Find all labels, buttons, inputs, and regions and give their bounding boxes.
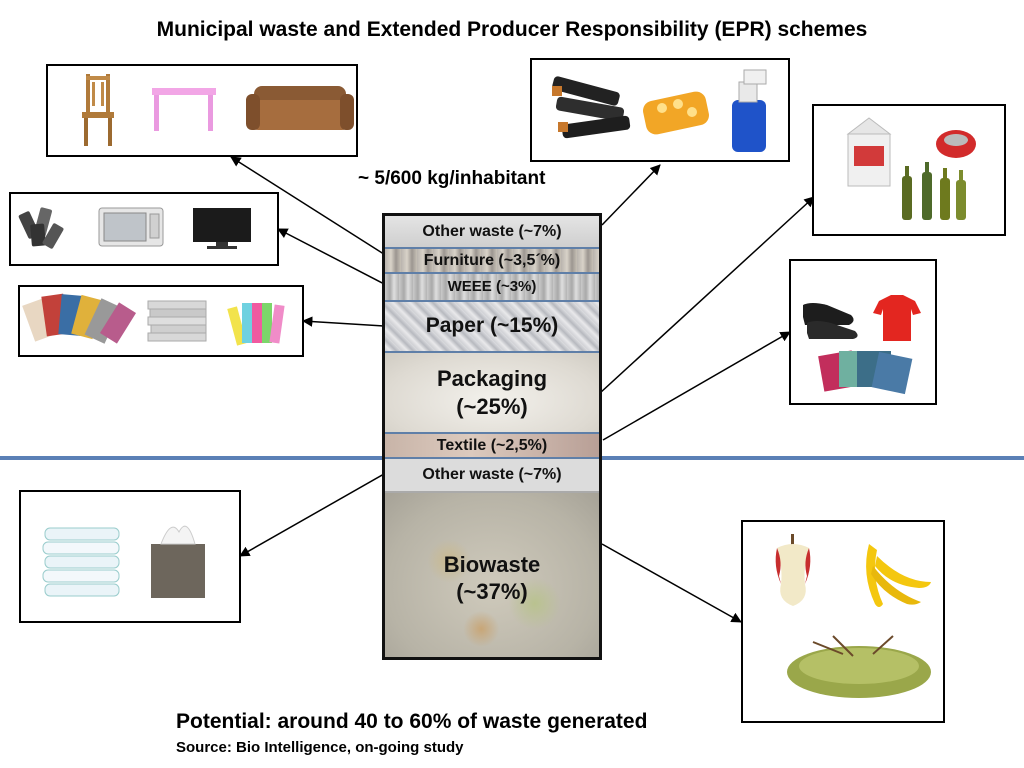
segment-packaging: Packaging (~25%) bbox=[385, 353, 599, 434]
segment-paper: Paper (~15%) bbox=[385, 302, 599, 353]
waste-composition-stack: Other waste (~7%) Furniture (~3,5´%) WEE… bbox=[382, 213, 602, 660]
towels-icon bbox=[818, 350, 913, 395]
arrow-biowaste bbox=[601, 543, 742, 623]
segment-textile-label: Textile (~2,5%) bbox=[436, 436, 548, 454]
magazines-icon bbox=[22, 293, 137, 344]
grass-clippings-icon bbox=[787, 635, 931, 698]
textile-image-box bbox=[789, 259, 937, 405]
newspapers-icon bbox=[147, 300, 207, 342]
microwave-icon bbox=[98, 207, 164, 247]
chair-icon bbox=[82, 74, 114, 146]
footer-source: Source: Bio Intelligence, on-going study bbox=[176, 739, 464, 756]
shoes-icon bbox=[803, 303, 858, 339]
biowaste-image-box bbox=[741, 520, 945, 723]
segment-biowaste-label-2: (~37%) bbox=[456, 579, 528, 604]
segment-textile: Textile (~2,5%) bbox=[385, 434, 599, 459]
batteries-icon bbox=[552, 76, 631, 139]
tv-icon bbox=[193, 208, 251, 249]
furniture-illustration bbox=[82, 74, 354, 146]
segment-furniture-label: Furniture (~3,5´%) bbox=[423, 251, 561, 269]
diapers-tissues-illustration bbox=[42, 525, 205, 598]
hazardous-image-box bbox=[530, 58, 790, 162]
crushed-can-icon bbox=[936, 130, 976, 158]
colored-paper-icon bbox=[227, 303, 285, 346]
arrow-packaging bbox=[599, 196, 815, 394]
segment-other-waste-bottom-label: Other waste (~7%) bbox=[422, 466, 562, 483]
packaging-image-box bbox=[812, 104, 1006, 236]
segment-furniture: Furniture (~3,5´%) bbox=[385, 249, 599, 274]
furniture-image-box bbox=[46, 64, 358, 157]
paper-illustration bbox=[22, 293, 285, 346]
tissue-box-icon bbox=[151, 525, 205, 598]
spray-bottle-icon bbox=[732, 69, 767, 152]
pill-bottle-icon bbox=[643, 91, 709, 135]
footer-potential: Potential: around 40 to 60% of waste gen… bbox=[176, 710, 648, 733]
banana-peel-icon bbox=[866, 544, 931, 607]
segment-other-waste-bottom: Other waste (~7%) bbox=[385, 459, 599, 493]
segment-packaging-label-1: Packaging bbox=[436, 366, 548, 391]
segment-weee: WEEE (~3%) bbox=[385, 274, 599, 302]
segment-packaging-label-2: (~25%) bbox=[456, 393, 528, 419]
glass-bottles-icon bbox=[902, 162, 966, 220]
diapers-tissues-image-box bbox=[19, 490, 241, 623]
apple-core-icon bbox=[775, 534, 811, 606]
segment-weee-label: WEEE (~3%) bbox=[447, 277, 537, 295]
segment-biowaste-label-1: Biowaste bbox=[443, 551, 541, 577]
segment-other-waste-top-label: Other waste (~7%) bbox=[422, 222, 562, 240]
mobile-phones-icon bbox=[18, 207, 64, 249]
weee-image-box bbox=[9, 192, 279, 266]
segment-biowaste: Biowaste (~37%) bbox=[385, 493, 599, 657]
arrow-furniture bbox=[230, 156, 391, 259]
milk-carton-icon bbox=[846, 117, 892, 187]
biowaste-illustration bbox=[775, 534, 931, 698]
arrow-weee bbox=[277, 228, 391, 288]
t-shirt-icon bbox=[873, 295, 921, 341]
per-inhabitant-label: ~ 5/600 kg/inhabitant bbox=[358, 168, 546, 189]
diapers-icon bbox=[42, 527, 120, 597]
hazardous-illustration bbox=[552, 69, 767, 152]
packaging-illustration bbox=[846, 117, 976, 220]
weee-illustration bbox=[18, 207, 251, 249]
segment-other-waste-top: Other waste (~7%) bbox=[385, 216, 599, 249]
pink-table-icon bbox=[152, 88, 216, 131]
segment-paper-label: Paper (~15%) bbox=[425, 314, 559, 338]
slide-title: Municipal waste and Extended Producer Re… bbox=[156, 18, 868, 41]
arrow-paper bbox=[301, 316, 385, 327]
textile-illustration bbox=[803, 295, 921, 395]
paper-image-box bbox=[18, 285, 304, 357]
arrow-textile bbox=[602, 331, 791, 441]
arrow-other-top bbox=[601, 164, 661, 226]
sofa-icon bbox=[246, 86, 354, 130]
arrow-other-bottom bbox=[239, 473, 385, 557]
